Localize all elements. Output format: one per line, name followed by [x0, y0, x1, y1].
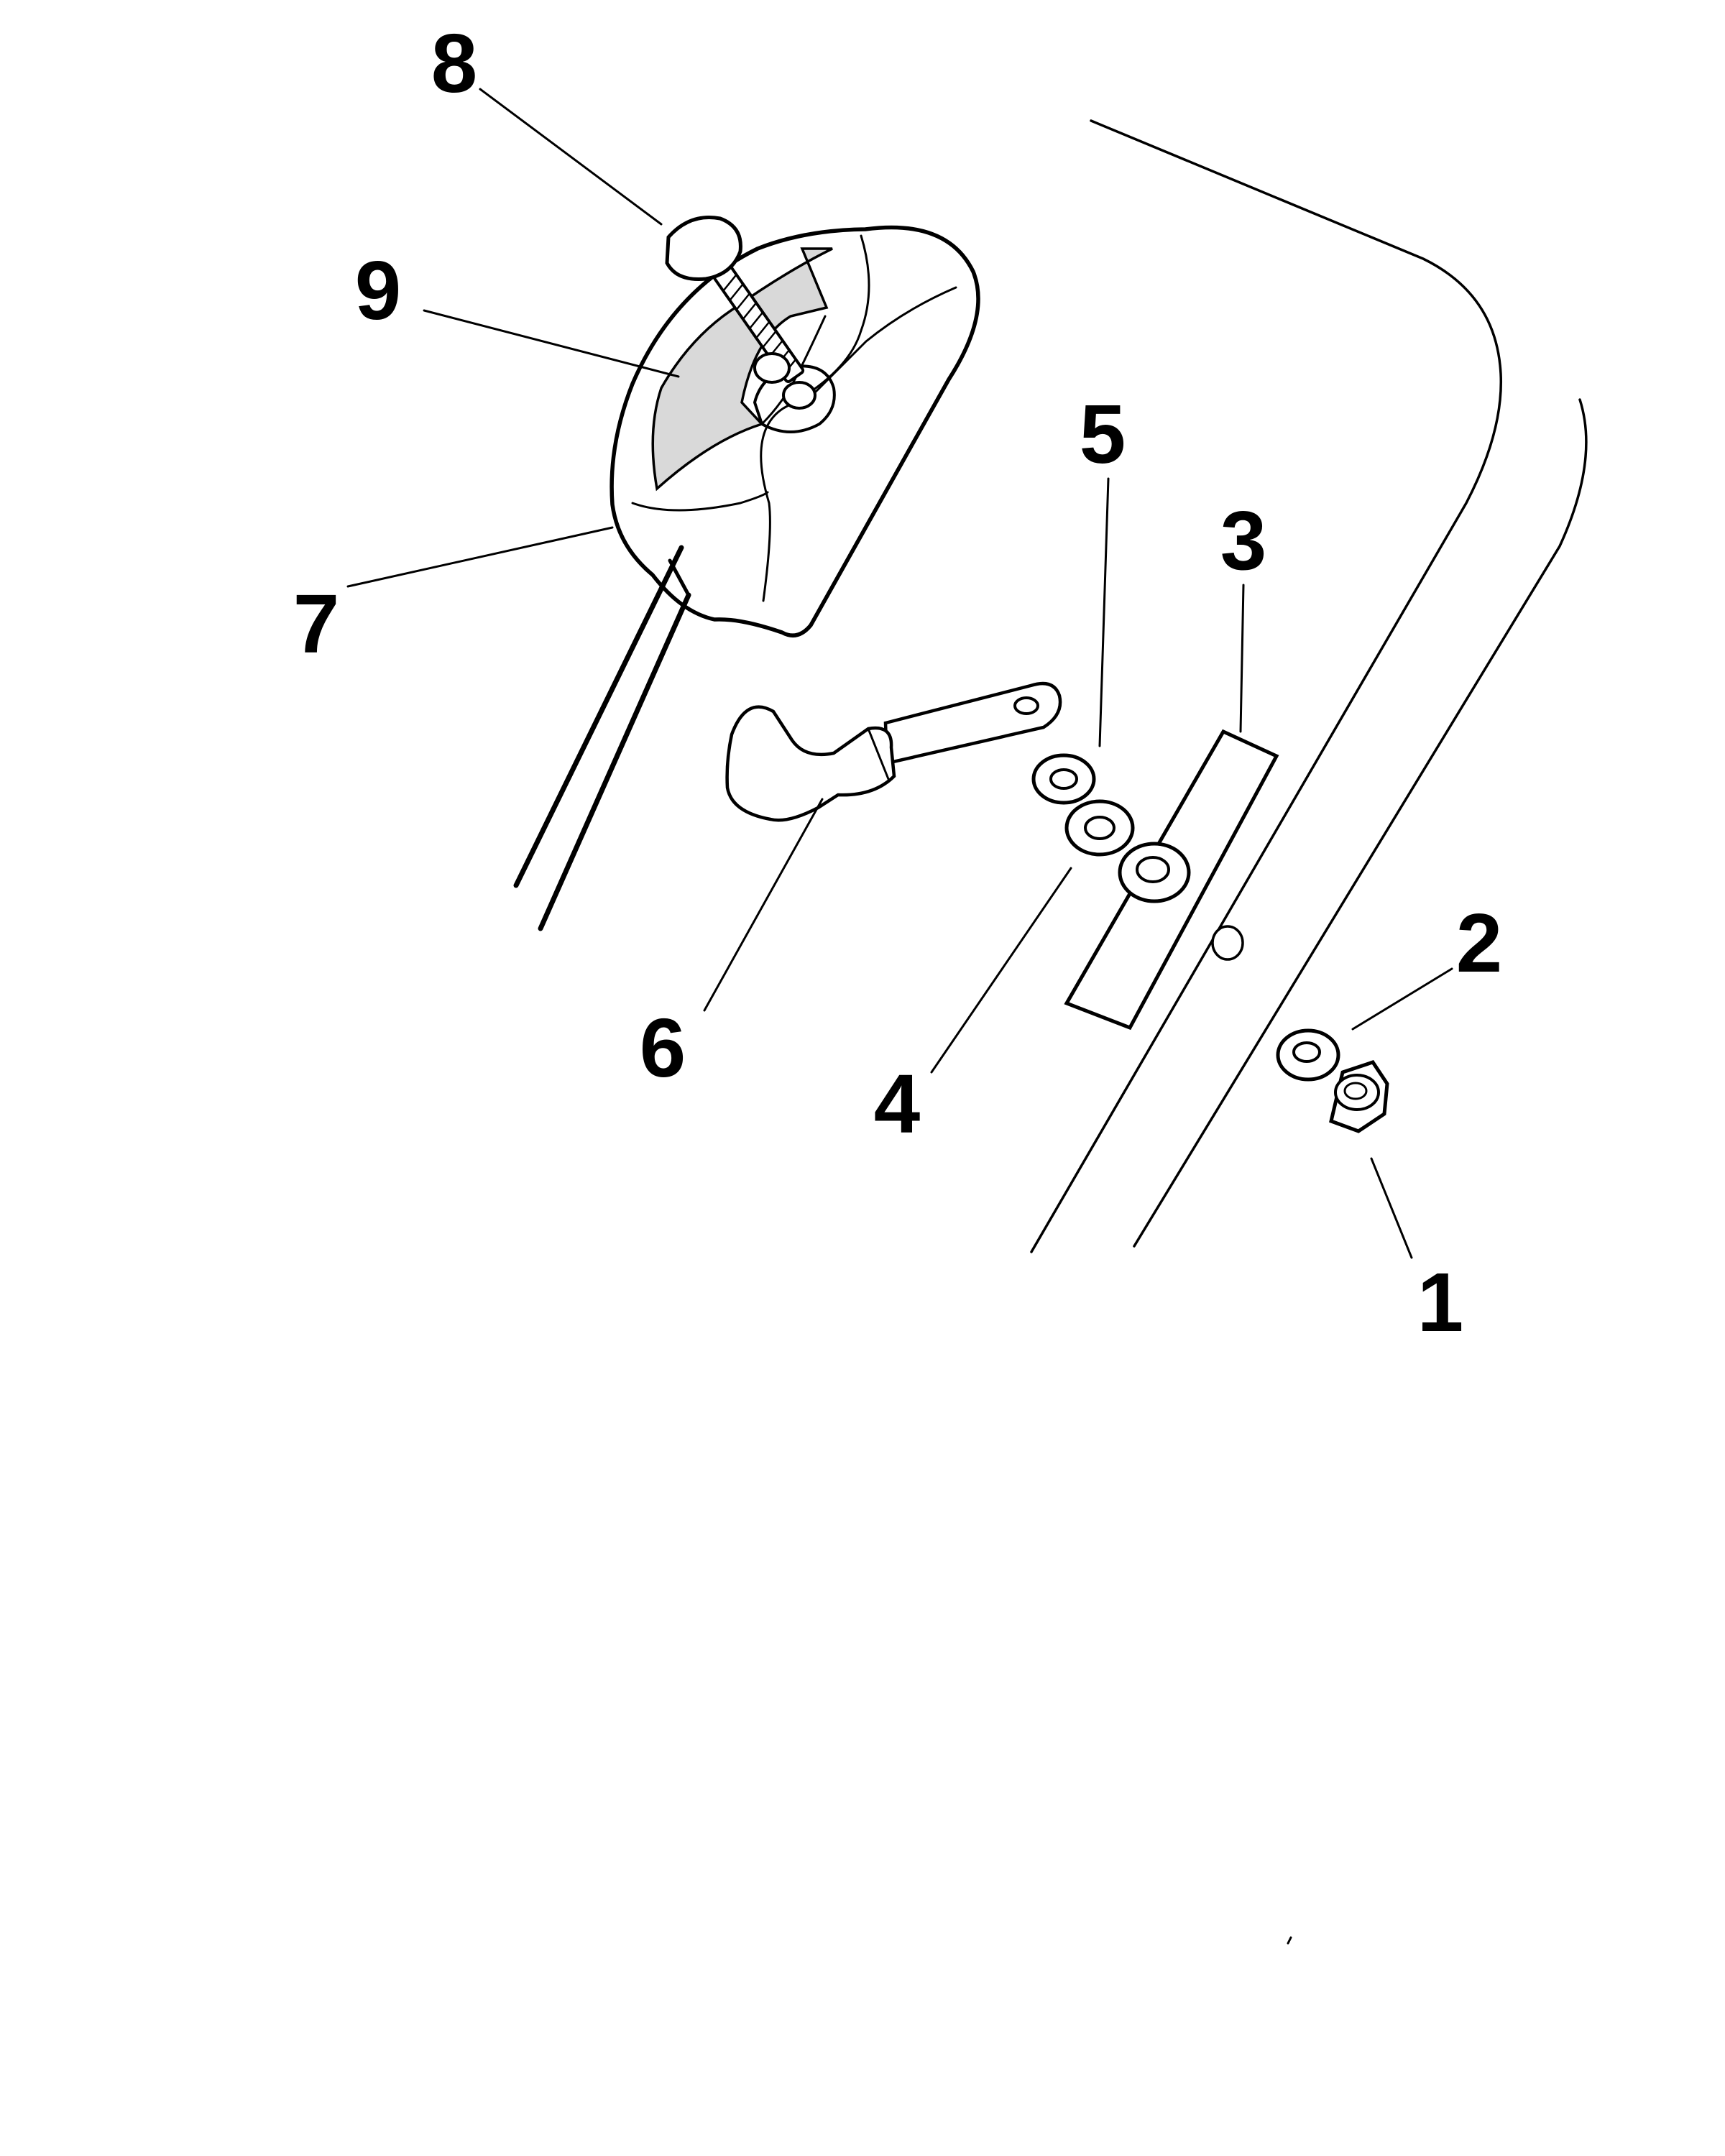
stray-mark: [1287, 1936, 1292, 1945]
handle-frame: [1030, 119, 1588, 1253]
spacer: [1118, 842, 1191, 903]
label-part-6: 6: [640, 1001, 686, 1095]
knob-bolt: [665, 215, 805, 384]
label-part-1: 1: [1417, 1256, 1464, 1349]
label-part-8: 8: [431, 17, 478, 110]
leader-lines: [346, 88, 1453, 1259]
label-part-9: 9: [355, 244, 402, 337]
label-part-7: 7: [293, 577, 340, 671]
control-housing: [513, 225, 980, 931]
washer-middle: [1064, 799, 1135, 857]
label-part-4: 4: [874, 1057, 921, 1151]
label-part-5: 5: [1080, 387, 1126, 481]
lever: [725, 681, 1062, 822]
washer-outer: [1276, 1028, 1340, 1082]
control-cable: [513, 545, 691, 931]
washer-top: [1031, 753, 1096, 805]
lock-nut: [1329, 1060, 1389, 1133]
label-part-2: 2: [1456, 896, 1503, 990]
label-part-3: 3: [1220, 494, 1267, 587]
